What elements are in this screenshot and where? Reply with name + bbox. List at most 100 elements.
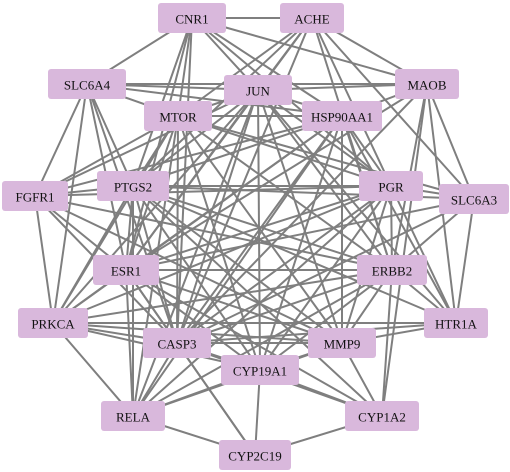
node-box: [359, 171, 423, 201]
edge-erbb2-casp3: [176, 269, 393, 344]
node-box: [395, 69, 459, 99]
edge-slc6a3-esr1: [125, 198, 475, 271]
edge-slc6a4-ptgs2: [86, 83, 134, 187]
node-label: ERBB2: [372, 264, 412, 279]
node-label: CYP2C19: [228, 449, 281, 464]
node-box: [144, 101, 212, 131]
node-box: [143, 328, 211, 358]
edge-ptgs2-cyp1a2: [132, 185, 383, 417]
node-cyp1a2: CYP1A2: [345, 401, 419, 431]
edge-mtor-casp3: [176, 115, 179, 344]
node-label: FGFR1: [15, 190, 54, 205]
edge-pgr-esr1: [125, 185, 392, 271]
node-box: [221, 355, 299, 385]
node-label: RELA: [116, 410, 151, 425]
node-htr1a: HTR1A: [424, 308, 488, 338]
node-label: CYP19A1: [233, 364, 287, 379]
node-fgfr1: FGFR1: [2, 181, 68, 211]
edge-esr1-cyp19a1: [125, 269, 261, 371]
node-label: HTR1A: [435, 317, 478, 332]
node-cyp2c19: CYP2C19: [219, 440, 291, 470]
node-ache: ACHE: [280, 3, 344, 33]
node-slc6a4: SLC6A4: [48, 69, 126, 99]
node-label: CYP1A2: [358, 410, 406, 425]
node-label: MAOB: [407, 78, 446, 93]
node-cyp19a1: CYP19A1: [221, 355, 299, 385]
node-box: [308, 328, 376, 358]
edge-fgfr1-erbb2: [34, 195, 393, 271]
node-box: [2, 181, 68, 211]
edge-cnr1-hsp90aa1: [191, 17, 343, 117]
edge-maob-slc6a3: [426, 83, 475, 200]
node-jun: JUN: [224, 75, 292, 105]
node-casp3: CASP3: [143, 328, 211, 358]
edge-pgr-prkca: [52, 185, 392, 324]
node-box: [357, 255, 427, 285]
edge-pgr-casp3: [176, 185, 392, 344]
edge-erbb2-prkca: [52, 269, 393, 324]
node-label: MMP9: [324, 337, 361, 352]
edge-fgfr1-pgr: [34, 185, 392, 197]
edge-erbb2-cyp19a1: [259, 269, 393, 371]
edge-esr1-rela: [125, 269, 134, 417]
node-label: CASP3: [157, 337, 196, 352]
edge-ache-casp3: [176, 17, 313, 344]
edge-fgfr1-prkca: [34, 195, 54, 324]
edge-jun-ptgs2: [132, 89, 259, 187]
node-box: [280, 3, 344, 33]
node-box: [97, 171, 169, 201]
node-esr1: ESR1: [93, 255, 159, 285]
node-label: ACHE: [294, 12, 329, 27]
node-box: [424, 308, 488, 338]
node-maob: MAOB: [395, 69, 459, 99]
edge-ache-slc6a3: [311, 17, 475, 200]
node-mtor: MTOR: [144, 101, 212, 131]
node-box: [302, 101, 382, 131]
edge-mtor-slc6a3: [177, 115, 475, 200]
node-pgr: PGR: [359, 171, 423, 201]
node-rela: RELA: [101, 401, 165, 431]
node-ptgs2: PTGS2: [97, 171, 169, 201]
node-cnr1: CNR1: [158, 3, 226, 33]
node-label: CNR1: [175, 12, 208, 27]
edge-hsp90aa1-rela: [132, 115, 343, 417]
node-slc6a3: SLC6A3: [439, 184, 509, 214]
edge-ache-mtor: [177, 17, 313, 117]
node-box: [48, 69, 126, 99]
edge-ptgs2-erbb2: [132, 185, 393, 271]
node-label: HSP90AA1: [311, 110, 373, 125]
edge-slc6a4-hsp90aa1: [86, 83, 343, 117]
edge-mtor-cyp19a1: [177, 115, 261, 371]
node-box: [439, 184, 509, 214]
node-label: PRKCA: [31, 317, 75, 332]
edge-hsp90aa1-htr1a: [341, 115, 457, 324]
edge-slc6a4-fgfr1: [34, 83, 88, 197]
node-box: [345, 401, 419, 431]
edge-pgr-htr1a: [390, 185, 457, 324]
node-label: SLC6A3: [451, 193, 497, 208]
edge-esr1-mmp9: [125, 269, 343, 344]
edge-erbb2-cyp1a2: [381, 269, 393, 417]
node-prkca: PRKCA: [18, 308, 88, 338]
edge-maob-cyp1a2: [381, 83, 428, 417]
node-hsp90aa1: HSP90AA1: [302, 101, 382, 131]
edge-jun-fgfr1: [34, 89, 259, 197]
edge-hsp90aa1-fgfr1: [34, 115, 343, 197]
node-box: [18, 308, 88, 338]
edge-ptgs2-htr1a: [132, 185, 457, 324]
edge-jun-erbb2: [257, 89, 393, 271]
node-box: [93, 255, 159, 285]
node-label: MTOR: [159, 110, 197, 125]
edge-cnr1-maob: [191, 17, 428, 85]
edge-ptgs2-mmp9: [132, 185, 343, 344]
edge-ptgs2-prkca: [52, 185, 134, 324]
node-mmp9: MMP9: [308, 328, 376, 358]
node-erbb2: ERBB2: [357, 255, 427, 285]
edge-prkca-rela: [52, 322, 134, 417]
edge-slc6a3-htr1a: [455, 198, 475, 324]
edge-cnr1-mtor: [177, 17, 193, 117]
node-box: [219, 440, 291, 470]
node-label: PTGS2: [114, 180, 152, 195]
